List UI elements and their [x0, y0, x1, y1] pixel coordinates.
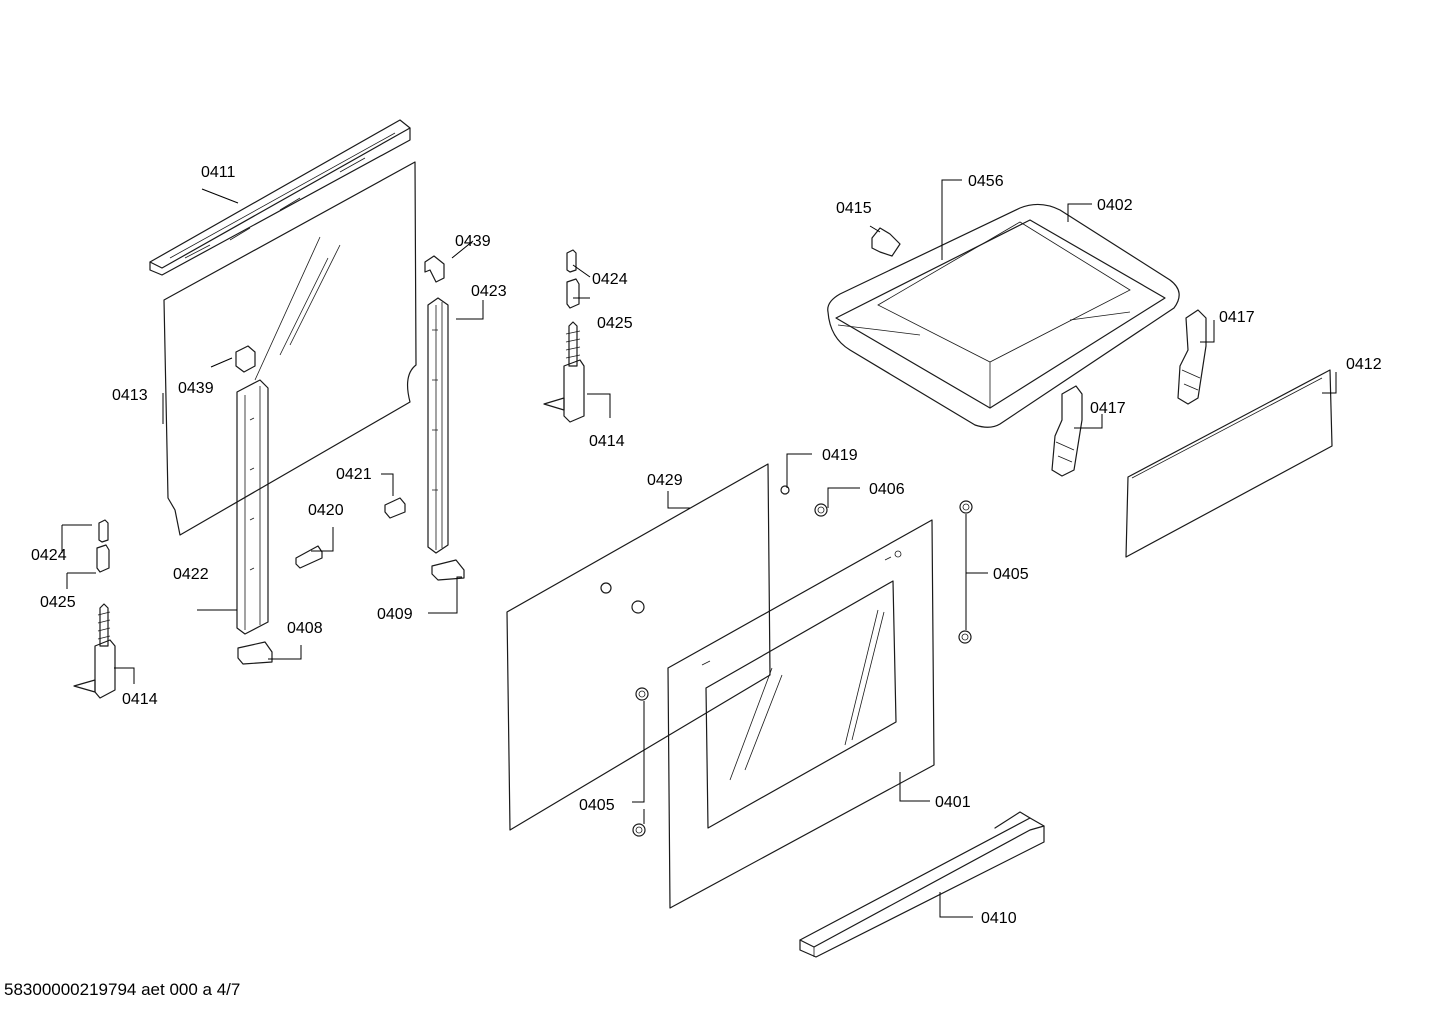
- label-0419: 0419: [822, 447, 858, 464]
- part-0405-bumper-left-lower: [632, 823, 646, 837]
- document-id-footer: 58300000219794 aet 000 a 4/7: [4, 980, 241, 999]
- part-0409-hinge-seat: [431, 559, 465, 581]
- label-0417-left: 0417: [1090, 400, 1126, 417]
- part-0412-lower-panel: [1125, 369, 1333, 558]
- label-0408: 0408: [287, 620, 323, 637]
- part-0420-bracket: [295, 545, 323, 569]
- part-0439-clip-left: [235, 345, 256, 373]
- part-0417-hinge-right: [1177, 309, 1207, 405]
- label-0439-right: 0439: [455, 233, 491, 250]
- label-0429: 0429: [647, 472, 683, 489]
- label-0456: 0456: [968, 173, 1004, 190]
- part-0413-glass-panel: [163, 161, 417, 536]
- part-0439-clip-right: [424, 255, 445, 283]
- part-0422-left-rail: [236, 379, 269, 635]
- label-0409: 0409: [377, 606, 413, 623]
- part-0423-right-rail: [427, 297, 449, 554]
- label-0422: 0422: [173, 566, 209, 583]
- label-0405-left: 0405: [579, 797, 615, 814]
- part-0410-handle: [799, 811, 1045, 958]
- leader-lines: [61, 179, 1337, 918]
- part-0405-bumper-left-upper: [635, 687, 649, 701]
- label-0410: 0410: [981, 910, 1017, 927]
- part-0419-bumper: [780, 485, 790, 495]
- label-0420: 0420: [308, 502, 344, 519]
- part-0414-hinge-mid: [543, 321, 585, 423]
- label-0439-left: 0439: [178, 380, 214, 397]
- label-0406: 0406: [869, 481, 905, 498]
- part-0414-hinge-left: [73, 603, 116, 699]
- part-0424-pin-mid: [566, 249, 577, 273]
- label-0402: 0402: [1097, 197, 1133, 214]
- part-0417-hinge-left: [1051, 385, 1083, 477]
- part-0425-sleeve-left: [96, 544, 110, 573]
- label-0414-left: 0414: [122, 691, 158, 708]
- part-0401-outer-door: [667, 519, 935, 909]
- label-0417-right: 0417: [1219, 309, 1255, 326]
- part-0405-bumper-upper: [959, 500, 973, 514]
- part-labels: 0411 0413 0439 0439 0423 0424 0425 0414 …: [31, 164, 1382, 927]
- part-0402-door-frame: [827, 203, 1180, 428]
- label-0425-mid: 0425: [597, 315, 633, 332]
- part-0411-trim-bar: [149, 119, 411, 276]
- label-0424-left: 0424: [31, 547, 67, 564]
- label-0414-mid: 0414: [589, 433, 625, 450]
- part-0429-middle-glass: [506, 463, 771, 831]
- label-0421: 0421: [336, 466, 372, 483]
- label-0412: 0412: [1346, 356, 1382, 373]
- part-0408-hinge-seat: [237, 641, 273, 665]
- part-0424-pin-left: [98, 519, 109, 543]
- part-0415-clip: [871, 227, 901, 257]
- label-0424-mid: 0424: [592, 271, 628, 288]
- part-0421-bracket: [384, 497, 406, 519]
- label-0413: 0413: [112, 387, 148, 404]
- part-0406-bumper: [814, 503, 828, 517]
- label-0425-left: 0425: [40, 594, 76, 611]
- label-0401: 0401: [935, 794, 971, 811]
- label-0405-right: 0405: [993, 566, 1029, 583]
- label-0423: 0423: [471, 283, 507, 300]
- part-0425-sleeve-mid: [566, 278, 580, 309]
- part-0405-bumper-lower: [958, 630, 972, 644]
- label-0411: 0411: [201, 164, 236, 181]
- label-0415: 0415: [836, 200, 872, 217]
